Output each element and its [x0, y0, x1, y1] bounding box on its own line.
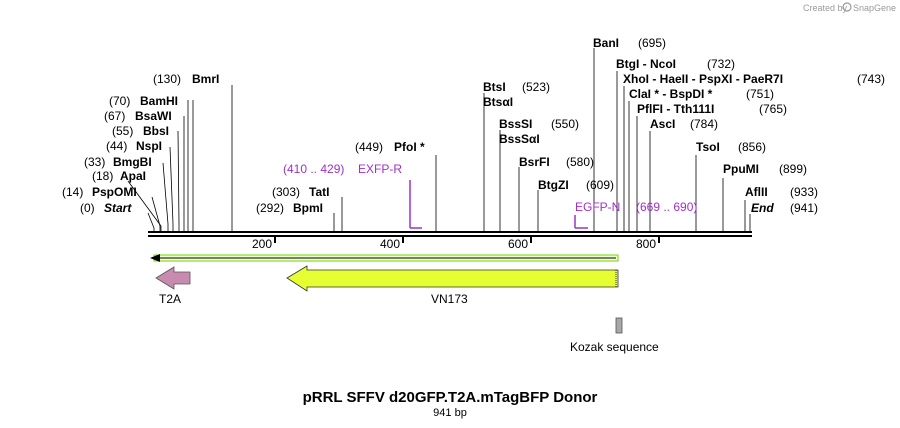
site-pos: (609) [586, 178, 614, 192]
site-label-aflii: AflII [745, 185, 768, 199]
site-label-bmgbi: BmgBI [113, 155, 152, 169]
site-pos: (303) [272, 185, 300, 199]
site-pos: (449) [355, 140, 383, 154]
site-label-apai: ApaI [120, 169, 146, 183]
site-pos: (580) [566, 155, 594, 169]
site-pos: (44) [106, 139, 127, 153]
created-by-label: Created by [803, 3, 848, 13]
site-pos: (899) [779, 162, 807, 176]
site-label-btsai: BtsαI [483, 95, 513, 109]
site-pos: (765) [759, 102, 787, 116]
site-label-bsawi: BsaWI [135, 109, 172, 123]
site-label-btgzi: BtgZI [538, 178, 569, 192]
site-pos: (33) [84, 155, 105, 169]
restriction-sites: (0) Start (14) PspOMI (18) ApaI (33) Bmg… [62, 36, 885, 215]
site-pos: (743) [857, 72, 885, 86]
primer-range: (410 .. 429) [283, 162, 344, 176]
site-label-bamhi: BamHI [140, 94, 178, 108]
site-label-bpmi: BpmI [293, 201, 323, 215]
site-pos: (550) [551, 117, 579, 131]
site-label-ppumi: PpuMI [723, 162, 759, 176]
site-label-bmri: BmrI [192, 72, 219, 86]
site-label-tsoi: TsoI [696, 140, 720, 154]
site-pos: (856) [738, 140, 766, 154]
site-pos: (67) [104, 109, 125, 123]
site-pos: (695) [638, 36, 666, 50]
feature-kozak: Kozak sequence [570, 317, 659, 354]
primer-label-exfp-r: EXFP-R [358, 162, 402, 176]
site-pos: (130) [153, 72, 181, 86]
site-pos: (0) [80, 201, 95, 215]
site-label-end: End [751, 201, 774, 215]
site-label-pflfi-tth111i: PflFI - Tth111I [637, 102, 714, 116]
site-pos: (292) [256, 201, 284, 215]
site-label-xhoi-group: XhoI - HaeII - PspXI - PaeR7I [623, 72, 783, 86]
orf-line [150, 254, 619, 262]
primer-label-egfp-n: EGFP-N [575, 200, 620, 214]
kozak-box [615, 317, 623, 334]
site-label-start: Start [104, 201, 132, 215]
site-label-bsrfi: BsrFI [519, 155, 550, 169]
site-label-bsssai: BssSαI [499, 132, 540, 146]
feature-label-t2a: T2A [159, 292, 181, 306]
site-leader-lines [127, 48, 751, 232]
primer-range: (669 .. 690) [636, 200, 697, 214]
tick-label: 600 [508, 237, 528, 251]
site-pos: (70) [109, 94, 130, 108]
t2a-arrow-icon [155, 266, 191, 290]
site-label-btgi-ncoi: BtgI - NcoI [616, 57, 676, 71]
site-pos: (523) [522, 80, 550, 94]
feature-t2a: T2A [155, 266, 191, 306]
site-label-bbsi: BbsI [143, 124, 169, 138]
sequence-backbone [148, 231, 752, 237]
tick-label: 400 [380, 237, 400, 251]
feature-vn173: VN173 [286, 265, 619, 306]
tick-label: 800 [636, 237, 656, 251]
site-pos: (18) [92, 169, 113, 183]
site-pos: (55) [112, 124, 133, 138]
site-pos: (784) [690, 117, 718, 131]
site-pos: (732) [707, 57, 735, 71]
site-label-nspi: NspI [136, 139, 162, 153]
tick-label: 200 [252, 237, 272, 251]
snapgene-logo-icon [842, 2, 852, 12]
primers: (410 .. 429) EXFP-R EGFP-N (669 .. 690) [283, 162, 697, 229]
feature-label-vn173: VN173 [431, 292, 468, 306]
ruler-ticks: 200 400 600 800 [252, 236, 660, 251]
site-label-clai-bspdi: ClaI * - BspDI * [629, 87, 713, 101]
vn173-arrow-icon [286, 265, 619, 292]
site-pos: (941) [790, 201, 818, 215]
site-label-pfoi: PfoI * [394, 140, 425, 154]
feature-label-kozak: Kozak sequence [570, 340, 659, 354]
plasmid-title: pRRL SFFV d20GFP.T2A.mTagBFP Donor [303, 389, 598, 406]
plasmid-size: 941 bp [433, 407, 467, 419]
site-pos: (14) [62, 185, 83, 199]
snapgene-brand: SnapGene [853, 3, 896, 13]
site-label-pspomi: PspOMI [92, 185, 137, 199]
site-label-bsssi: BssSI [499, 117, 532, 131]
site-label-tati: TatI [309, 185, 329, 199]
site-label-asci: AscI [650, 117, 675, 131]
site-pos: (751) [746, 87, 774, 101]
site-label-btsi: BtsI [483, 80, 506, 94]
site-label-bani: BanI [593, 36, 619, 50]
site-pos: (933) [790, 185, 818, 199]
